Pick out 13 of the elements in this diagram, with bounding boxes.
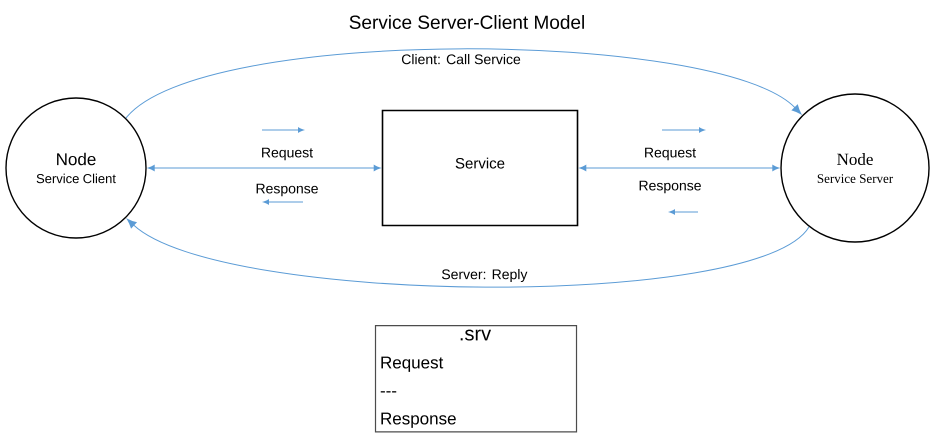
file-box: .srv Request --- Response	[374, 325, 578, 432]
edge-label: Client: Call Service	[402, 54, 520, 64]
arrow	[126, 218, 810, 288]
flow-label: Request	[262, 148, 313, 160]
service-box: Service	[382, 110, 578, 226]
edge-label: Server: Reply	[442, 268, 528, 282]
arrow	[580, 164, 780, 172]
flow-label: Request	[645, 148, 696, 160]
arrow	[148, 164, 380, 172]
flow-label: Response	[640, 180, 701, 194]
arrow	[126, 48, 802, 118]
flow-label: Response	[256, 184, 318, 196]
title: Service Server-Client Model	[350, 15, 584, 29]
